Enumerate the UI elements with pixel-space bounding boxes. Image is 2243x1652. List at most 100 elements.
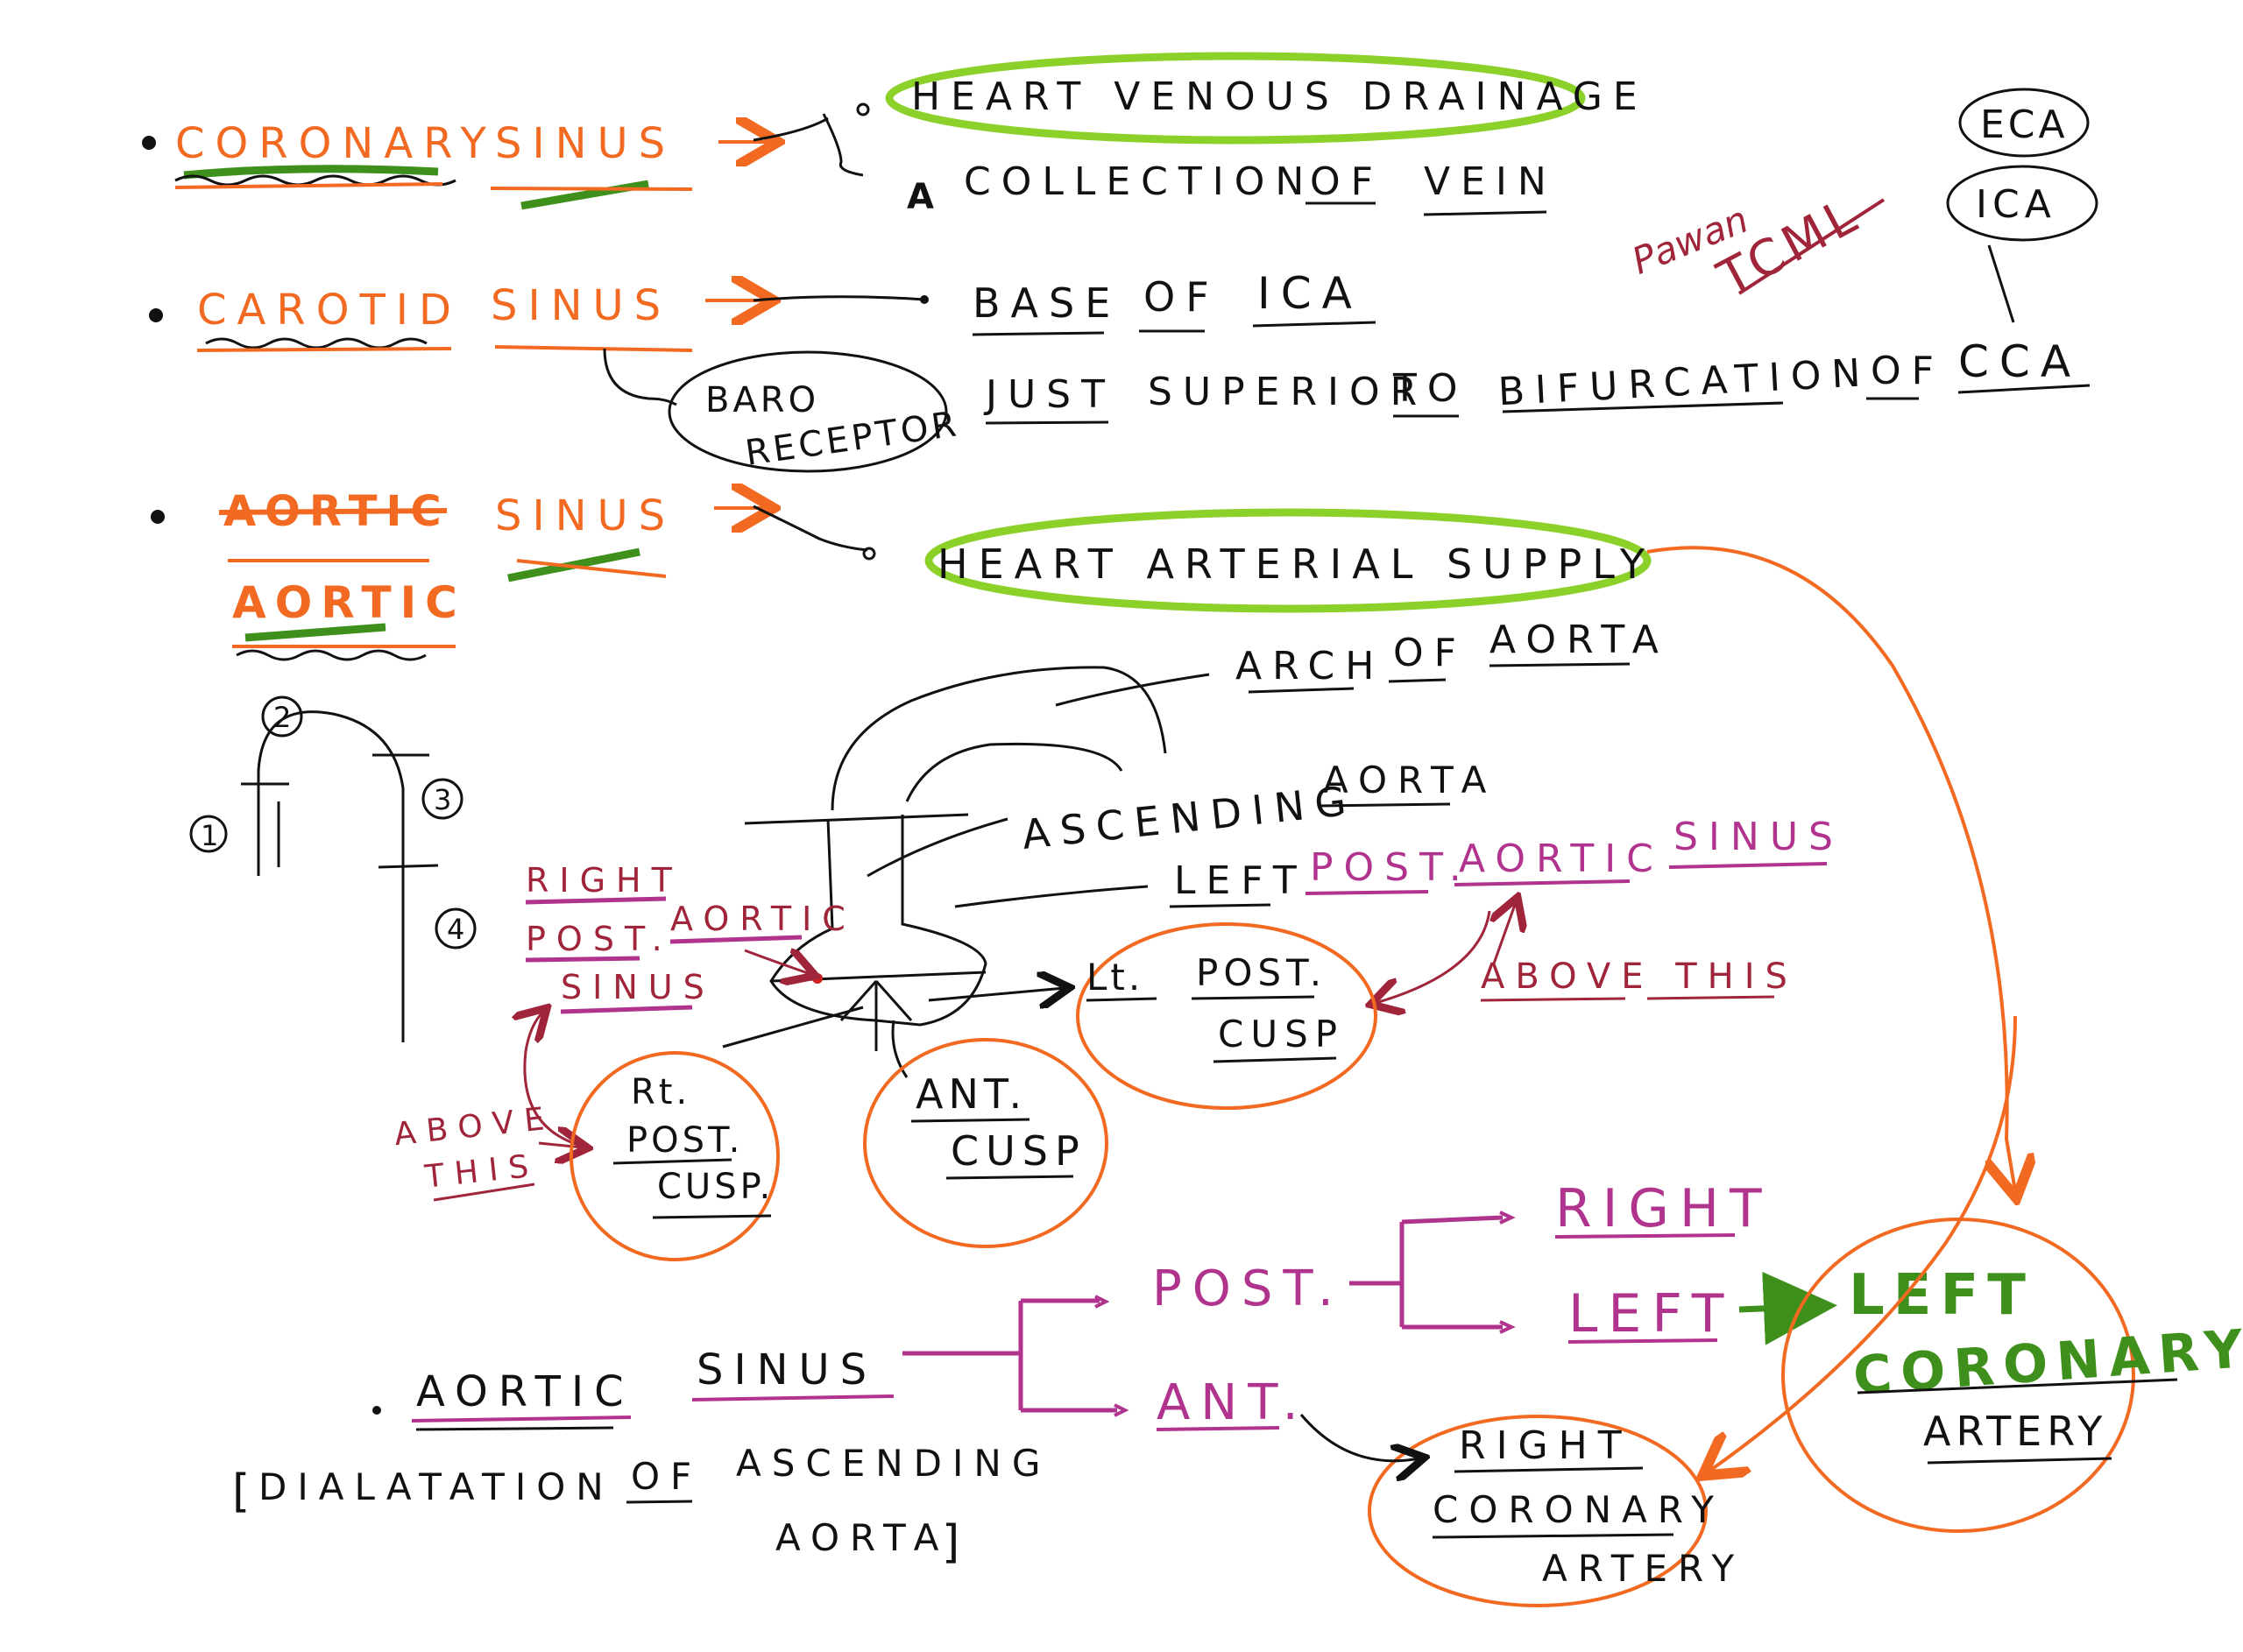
vein-word: VEIN bbox=[1424, 159, 1557, 204]
aortic-sinus-section: AORTIC AORTIC SINUS HEART ARTERIAL SUPPL… bbox=[151, 487, 1669, 694]
baroreceptor-ellipse bbox=[668, 350, 948, 473]
node-dot bbox=[862, 547, 876, 561]
segment-number-circle bbox=[189, 815, 228, 853]
base-word: BASE bbox=[973, 279, 1121, 327]
underline bbox=[1554, 1233, 1736, 1239]
strikethrough bbox=[218, 508, 448, 515]
aorta-segment-sketch: 1 2 3 4 bbox=[189, 695, 477, 1042]
of-word: OF bbox=[1143, 273, 1220, 321]
heart-arterial-supply: HEART ARTERIAL SUPPLY bbox=[938, 540, 1655, 588]
branch-arrowhead bbox=[1094, 1295, 1129, 1417]
bracket-close: ] bbox=[942, 1516, 959, 1569]
underline bbox=[1454, 1466, 1644, 1473]
underline bbox=[985, 420, 1109, 425]
connector bbox=[753, 505, 868, 552]
above-this-curve-arrow bbox=[538, 1143, 583, 1147]
post-word: POST. bbox=[1310, 845, 1472, 890]
aortic-word: AORTIC bbox=[416, 1367, 634, 1416]
right-label: RIGHT bbox=[526, 861, 683, 900]
above-this-curve-arrow bbox=[1494, 902, 1516, 964]
sinus-word: SINUS bbox=[1673, 815, 1843, 859]
right-coronary-orifice bbox=[812, 973, 823, 984]
underline bbox=[415, 1426, 614, 1431]
underline bbox=[411, 1415, 632, 1423]
sinus-title-word: SINUS bbox=[491, 281, 671, 330]
underline bbox=[1086, 997, 1157, 1002]
connector bbox=[753, 113, 864, 177]
left-word: LEFT bbox=[1174, 858, 1307, 903]
underline bbox=[669, 935, 803, 944]
rt-post-cusp-ellipse bbox=[570, 1051, 780, 1261]
marker-a: A bbox=[907, 177, 934, 217]
coronary-title-word: CORONARY bbox=[175, 119, 497, 168]
pointer-line bbox=[1987, 244, 2015, 323]
underline bbox=[433, 1183, 535, 1202]
underline bbox=[652, 1214, 772, 1219]
arch-word: ARCH bbox=[1235, 644, 1384, 688]
signature-underline bbox=[1737, 198, 1886, 295]
underline bbox=[1156, 1426, 1280, 1431]
ica-word: ICA bbox=[1257, 268, 1362, 319]
lca-artery-word: ARTERY bbox=[1923, 1408, 2107, 1455]
underline bbox=[1305, 890, 1429, 895]
carotid-sinus-section: CAROTID SINUS BASE OF ICA BARO RECEPTOR … bbox=[149, 268, 2091, 474]
post-label: POST. bbox=[1196, 951, 1327, 994]
sinus-title-word: SINUS bbox=[495, 491, 676, 540]
green-arrow bbox=[1738, 1271, 1837, 1345]
aortic-label: AORTIC bbox=[670, 900, 856, 938]
underline bbox=[1502, 401, 1784, 413]
sinus-title-word: SINUS bbox=[495, 119, 676, 168]
node-dot bbox=[856, 102, 870, 116]
segment-tick bbox=[378, 864, 439, 869]
ascending-pointer bbox=[867, 817, 1008, 878]
aortic-arch-outline bbox=[831, 666, 1167, 811]
underline bbox=[1454, 879, 1631, 886]
of-word: OF bbox=[1871, 349, 1944, 393]
underline bbox=[910, 1118, 1030, 1123]
above-this-curve-arrow bbox=[1376, 910, 1491, 1003]
segment-number: 2 bbox=[273, 701, 291, 734]
right-branch: RIGHT bbox=[1555, 1178, 1772, 1239]
cusp-label: CUSP bbox=[1218, 1013, 1344, 1055]
lt-post-cusp-ellipse bbox=[1076, 922, 1377, 1110]
ant-cusp-ellipse bbox=[863, 1038, 1108, 1248]
sinus-word: SINUS bbox=[697, 1345, 877, 1394]
underline bbox=[1489, 662, 1631, 667]
lca-coronary-word: CORONARY bbox=[1851, 1318, 2243, 1408]
post-label: POST. bbox=[526, 920, 673, 958]
rca-right-word: RIGHT bbox=[1459, 1423, 1632, 1468]
supply-to-rca-arrow bbox=[1709, 1015, 2017, 1472]
just-word: JUST bbox=[983, 372, 1115, 417]
aortic-title-word: AORTIC bbox=[232, 577, 466, 628]
left-sinus-pointer bbox=[954, 885, 1149, 908]
underline bbox=[1432, 1533, 1674, 1539]
green-highlight-ellipse bbox=[885, 52, 1586, 145]
underline bbox=[525, 896, 667, 905]
bullet bbox=[142, 136, 156, 150]
cusp-label: CUSP bbox=[951, 1127, 1086, 1175]
cusp-label: CUSP. bbox=[657, 1167, 774, 1207]
orange-underline bbox=[494, 345, 693, 352]
underline bbox=[1668, 862, 1828, 869]
segment-number: 3 bbox=[434, 783, 451, 816]
orange-underline bbox=[516, 559, 667, 578]
orange-underline bbox=[490, 187, 693, 191]
pointer-arrow bbox=[744, 950, 810, 974]
of-word: OF bbox=[1393, 631, 1467, 675]
segment-number-circle bbox=[421, 778, 463, 820]
ant-to-rca-arrow bbox=[1299, 1414, 1419, 1461]
to-word: TO bbox=[1392, 366, 1468, 411]
node-dot bbox=[920, 295, 929, 304]
underline bbox=[612, 1158, 732, 1165]
green-underline bbox=[183, 165, 439, 180]
underline bbox=[1480, 995, 1775, 1002]
underline bbox=[1169, 903, 1271, 908]
carotid-title-word: CAROTID bbox=[197, 286, 462, 335]
underline bbox=[1857, 1378, 2178, 1394]
bracket-open: [ bbox=[232, 1465, 250, 1518]
of-word: OF bbox=[631, 1455, 702, 1498]
bullet bbox=[372, 1406, 381, 1415]
aortic-sinus-tree: AORTIC SINUS [ DIALATATION OF ASCENDING … bbox=[232, 546, 2243, 1607]
aorta-word: AORTA bbox=[1489, 618, 1669, 662]
ant-branch: ANT. bbox=[1157, 1374, 1309, 1431]
